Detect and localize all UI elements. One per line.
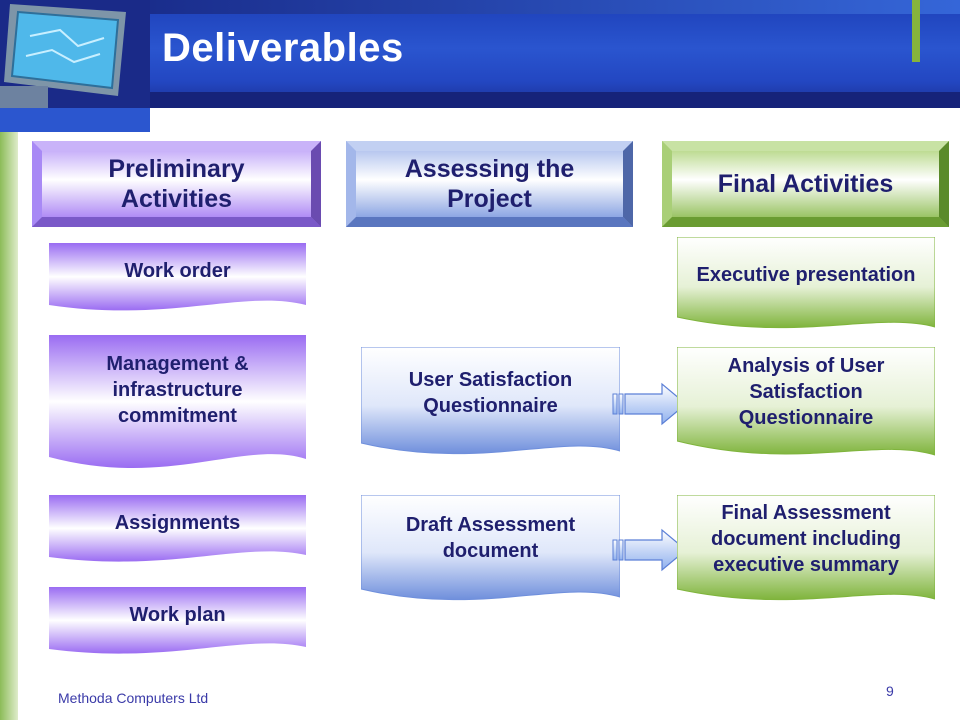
document-shape xyxy=(49,335,306,469)
document-shape xyxy=(361,495,620,601)
card-label: Draft Assessment document xyxy=(405,514,576,562)
card-label: Executive presentation xyxy=(696,264,916,286)
card-label: Work order xyxy=(124,260,231,282)
deliverable-card-work-plan: Work plan xyxy=(49,587,306,659)
column-heading: Preliminary Activities xyxy=(108,155,245,213)
page-number: 9 xyxy=(886,683,894,699)
column-heading: Final Activities xyxy=(717,170,894,198)
deliverable-card-executive-presentation: Executive presentation xyxy=(677,237,935,333)
bevel-box-purple xyxy=(32,141,321,227)
deliverable-card-management-commitment: Management & infrastructure commitment xyxy=(49,335,306,475)
deliverable-card-user-satisfaction-questionnaire: User Satisfaction Questionnaire xyxy=(361,347,620,463)
card-label: Analysis of User Satisfaction Questionna… xyxy=(727,355,885,429)
arrow-right-icon xyxy=(612,382,687,426)
arrow-right-icon xyxy=(612,528,687,572)
header-bottom-strip xyxy=(150,92,960,108)
header-top-strip xyxy=(150,0,960,14)
bevel-box-blue xyxy=(346,141,633,227)
monitor-icon xyxy=(0,0,150,132)
card-label: User Satisfaction Questionnaire xyxy=(408,369,573,417)
document-shape xyxy=(49,495,306,562)
deliverable-card-draft-assessment: Draft Assessment document xyxy=(361,495,620,609)
card-label: Management & infrastructure commitment xyxy=(106,353,249,427)
document-shape xyxy=(361,347,620,455)
deliverable-card-assignments: Assignments xyxy=(49,495,306,567)
bevel-box-green xyxy=(662,141,949,227)
document-shape xyxy=(677,495,935,601)
document-shape xyxy=(49,587,306,654)
column-heading: Assessing the Project xyxy=(404,155,575,213)
column-header-assessing: Assessing the Project xyxy=(346,141,633,227)
deliverable-card-work-order: Work order xyxy=(49,243,306,315)
green-accent-bar xyxy=(912,0,920,62)
left-green-rule xyxy=(0,132,18,720)
deliverable-card-final-assessment: Final Assessment document including exec… xyxy=(677,495,935,609)
computer-monitor-image xyxy=(0,0,150,132)
slide-title: Deliverables xyxy=(162,26,404,70)
card-label: Final Assessment document including exec… xyxy=(711,502,901,576)
column-header-preliminary: Preliminary Activities xyxy=(32,141,321,227)
column-header-final: Final Activities xyxy=(662,141,949,227)
deliverable-card-analysis-user-satisfaction: Analysis of User Satisfaction Questionna… xyxy=(677,347,935,463)
document-shape xyxy=(677,347,935,456)
card-label: Work plan xyxy=(129,604,226,626)
document-shape xyxy=(677,237,935,329)
card-label: Assignments xyxy=(114,512,241,534)
footer-company-name: Methoda Computers Ltd xyxy=(58,690,209,706)
header-band xyxy=(0,0,960,108)
document-shape xyxy=(49,243,306,311)
